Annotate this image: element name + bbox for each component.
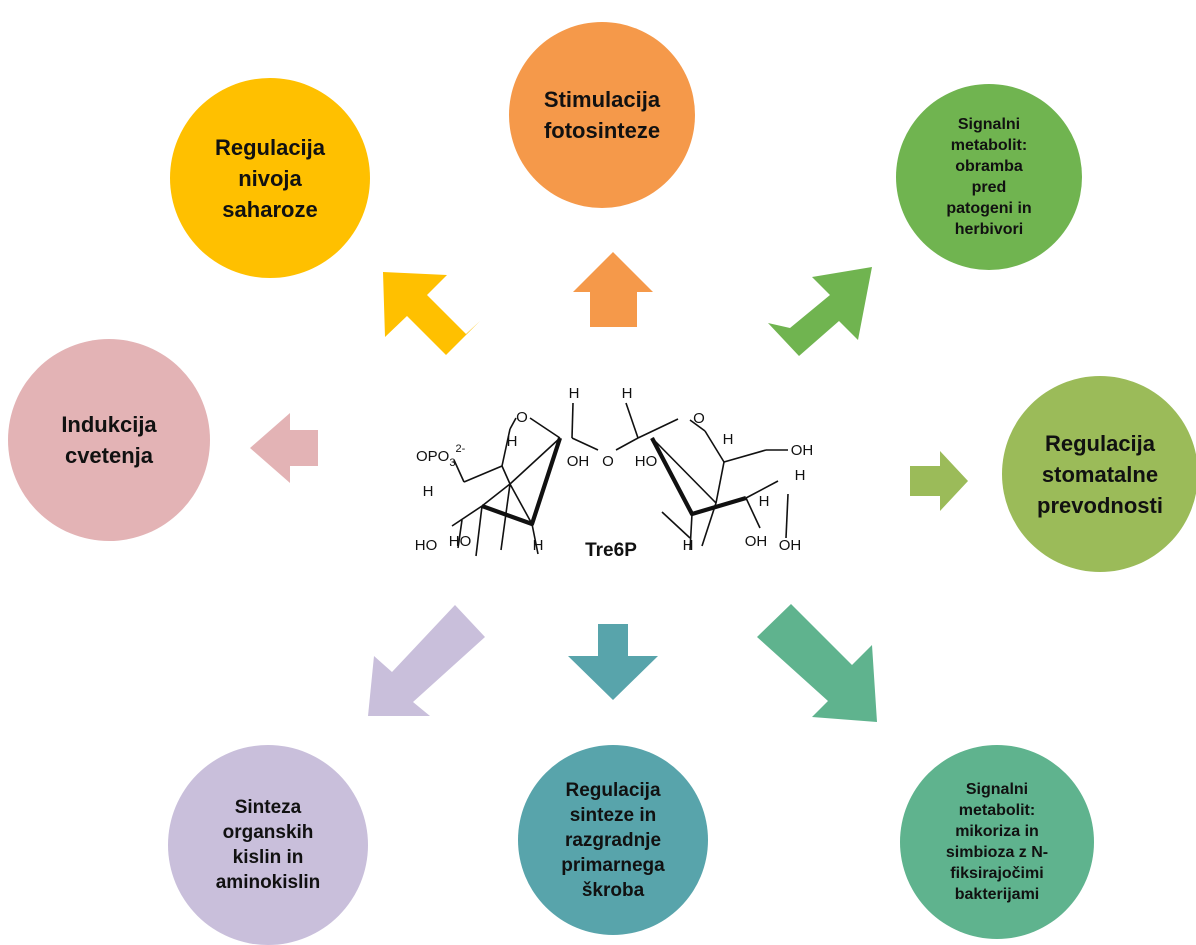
label-h-right-c5: H xyxy=(795,467,806,484)
bonds-thin xyxy=(451,402,789,557)
node-signal-obramba-label: Signalni metabolit: obramba pred patogen… xyxy=(946,116,1032,238)
arrow-down-right-mikoriza xyxy=(757,604,877,722)
label-h-left-bottom: H xyxy=(533,537,544,554)
label-h-right-c4: H xyxy=(759,493,770,510)
node-stomatalne-label: Regulacija stomatalne prevodnosti xyxy=(1037,430,1163,518)
arrow-down-left-sinteza xyxy=(368,605,485,716)
tre6p-molecule: H H O O H H OH O HO OH H H H OPO32- HO H… xyxy=(415,385,814,561)
label-oh-right-bottom-b: OH xyxy=(779,537,802,554)
node-sinteza-kislin-label: Sinteza organskih kislin in aminokislin xyxy=(215,797,321,893)
node-signalni-mikoriza: Signalni metabolit: mikoriza in simbioza… xyxy=(900,745,1094,939)
arrow-up-right-signal-obramba xyxy=(768,267,872,356)
label-o-ring-left: O xyxy=(516,409,528,426)
arrow-up-stimulacija xyxy=(573,252,653,327)
label-oh-right-bottom-a: OH xyxy=(745,533,768,550)
label-h-left-c1: H xyxy=(507,433,518,450)
label-h-right-bottom: H xyxy=(683,537,694,554)
node-signalni-obramba: Signalni metabolit: obramba pred patogen… xyxy=(896,84,1082,270)
arrow-right-stomatalne xyxy=(910,451,968,511)
label-phosphate-group: OPO32- xyxy=(416,443,466,469)
label-h-left-c5: H xyxy=(423,483,434,500)
node-mikoriza-label: Signalni metabolit: mikoriza in simbioza… xyxy=(945,781,1049,903)
molecule-name: Tre6P xyxy=(585,540,637,561)
label-oh-ch2: OH xyxy=(791,442,814,459)
phosphate-sup: 2- xyxy=(455,443,465,455)
label-o-ring-right: O xyxy=(693,410,705,427)
node-regulacija-saharoze: Regulacija nivoja saharoze xyxy=(170,78,370,278)
node-skrob-label: Regulacija sinteze in razgradnje primarn… xyxy=(561,779,665,901)
label-ho-left-bottom-b: HO xyxy=(449,533,472,550)
label-h-top-left: H xyxy=(569,385,580,402)
phosphate-sub: 3 xyxy=(449,457,455,469)
node-indukcija-cvetenja: Indukcija cvetenja xyxy=(8,339,210,541)
arrow-up-left-saharoza xyxy=(383,272,480,355)
label-h-right-c1: H xyxy=(723,431,734,448)
label-ho-right-c2: HO xyxy=(635,453,658,470)
label-h-top-right: H xyxy=(622,385,633,402)
node-sinteza-kislin: Sinteza organskih kislin in aminokislin xyxy=(168,745,368,945)
node-saharoza-label: Regulacija nivoja saharoze xyxy=(214,134,326,222)
node-regulacija-stomatalne: Regulacija stomatalne prevodnosti xyxy=(1002,376,1196,572)
label-oh-left-c2: OH xyxy=(567,453,590,470)
node-regulacija-skroba: Regulacija sinteze in razgradnje primarn… xyxy=(518,745,708,935)
node-indukcija-label: Indukcija cvetenja xyxy=(61,412,157,468)
arrow-down-skrob xyxy=(568,624,658,700)
node-stimulacija-fotosinteze: Stimulacija fotosinteze xyxy=(509,22,695,208)
bonds-ring-back xyxy=(481,437,717,507)
phosphate-main: OPO xyxy=(416,448,449,465)
arrow-left-indukcija xyxy=(250,413,318,483)
bonds-bold xyxy=(481,437,747,527)
label-ho-left-bottom-a: HO xyxy=(415,537,438,554)
node-stimulacija-label: Stimulacija fotosinteze xyxy=(543,87,661,143)
label-o-bridge: O xyxy=(602,453,614,470)
